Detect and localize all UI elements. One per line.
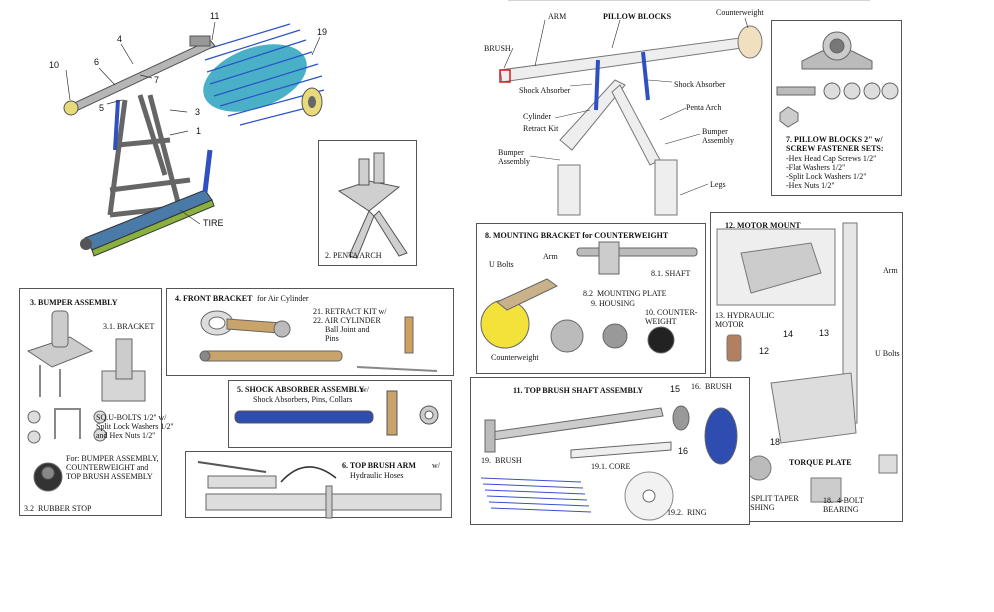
penta-arch-title: 2. PENTA ARCH bbox=[325, 251, 382, 260]
label-penta-arch: Penta Arch bbox=[686, 103, 722, 112]
motor-n13: 13 bbox=[819, 328, 830, 338]
penta-arch-panel: 2. PENTA ARCH bbox=[318, 140, 417, 266]
label-counterweight: Counterweight bbox=[716, 8, 764, 17]
mounting-plate: 8.2 MOUNTING PLATE bbox=[583, 289, 667, 298]
top-brush-arm-title-suffix: w/ bbox=[430, 461, 440, 470]
bearing-label: 18. 4-BOLT BEARING bbox=[823, 496, 864, 514]
top-brush-n16-label: 16. BRUSH bbox=[691, 382, 732, 391]
callout-19: 19 bbox=[317, 27, 328, 37]
mounting-shaft: 8.1. SHAFT bbox=[651, 269, 691, 278]
top-brush-n16: 16 bbox=[678, 446, 689, 456]
mounting-arm: Arm bbox=[543, 252, 558, 261]
motor-n12: 12 bbox=[759, 346, 770, 356]
label-legs: Legs bbox=[710, 180, 726, 189]
top-brush-ring-label: 19.2. RING bbox=[667, 508, 707, 517]
front-bracket-title: 4. FRONT BRACKET bbox=[175, 294, 253, 303]
motor-n18: 18 bbox=[770, 437, 781, 447]
bumper-ubolts-label: SQ.U-BOLTS 1/2'' w/ Split Lock Washers 1… bbox=[96, 413, 174, 440]
label-bumper-assembly-right: Bumper Assembly bbox=[702, 127, 734, 145]
top-brush-arm-sub: Hydraulic Hoses bbox=[350, 471, 404, 480]
label-cylinder: Cylinder bbox=[523, 112, 551, 121]
label-shock-absorber-right: Shock Absorber bbox=[674, 80, 726, 89]
front-bracket-panel: 4. FRONT BRACKET for Air Cylinder 21. RE… bbox=[166, 288, 454, 376]
label-arm: ARM bbox=[548, 12, 567, 21]
callout-6: 6 bbox=[94, 57, 100, 67]
rubber-stop-label: 3.2 RUBBER STOP bbox=[24, 504, 92, 513]
motor-mount-ubolts: U Bolts bbox=[875, 349, 900, 358]
top-brush-arm-title: 6. TOP BRUSH ARM bbox=[342, 461, 416, 470]
retract-kit-label: 21. RETRACT KIT w/ 22. AIR CYLINDER Ball… bbox=[313, 307, 387, 343]
callout-5: 5 bbox=[99, 103, 105, 113]
callout-10: 10 bbox=[49, 60, 60, 70]
top-brush-n15: 15 bbox=[670, 384, 681, 394]
shock-title-suffix: w/ bbox=[359, 385, 369, 394]
pillow-blocks-panel: 7. PILLOW BLOCKS 2" w/ SCREW FASTENER SE… bbox=[771, 20, 902, 196]
bumper-bracket-label: 3.1. BRACKET bbox=[103, 322, 155, 331]
front-bracket-subtitle: for Air Cylinder bbox=[255, 294, 309, 303]
counterweight-assembly bbox=[737, 25, 763, 59]
motor-mount-title: 12. MOTOR MOUNT bbox=[725, 221, 801, 230]
label-shock-absorber-left: Shock Absorber bbox=[519, 86, 571, 95]
shock-title: 5. SHOCK ABSORBER ASSEMBLY bbox=[237, 385, 365, 394]
bumper-title: 3. BUMPER ASSEMBLY bbox=[30, 298, 118, 307]
mounting-bracket-panel: 8. MOUNTING BRACKET for COUNTERWEIGHT U … bbox=[476, 223, 706, 374]
shock-absorber-panel: 5. SHOCK ABSORBER ASSEMBLY w/ Shock Abso… bbox=[228, 380, 452, 448]
top-brush-shaft-panel: 11. TOP BRUSH SHAFT ASSEMBLY 15 16. BRUS… bbox=[470, 377, 750, 525]
torque-plate-label: TORQUE PLATE bbox=[789, 458, 852, 467]
top-brush-roller bbox=[203, 23, 325, 126]
top-brush-core-label: 19.1. CORE bbox=[591, 462, 631, 471]
callout-1: 1 bbox=[196, 126, 202, 136]
pillow-blocks-items: -Hex Head Cap Screws 1/2" -Flat Washers … bbox=[786, 154, 877, 190]
counterweight-small bbox=[63, 100, 79, 116]
label-retract-kit: Retract Kit bbox=[523, 124, 559, 133]
motor-mount-arm: Arm bbox=[883, 266, 898, 275]
bumper-for-label: For: BUMPER ASSEMBLY, COUNTERWEIGHT and … bbox=[66, 454, 159, 481]
tire-bumper bbox=[80, 149, 215, 257]
label-pillow-blocks: PILLOW BLOCKS bbox=[603, 12, 672, 21]
top-brush-arm-panel: 6. TOP BRUSH ARM w/ Hydraulic Hoses bbox=[185, 451, 452, 519]
top-brush-shaft-title: 11. TOP BRUSH SHAFT ASSEMBLY bbox=[513, 386, 644, 395]
mounting-counterweight-item: 10. COUNTER- WEIGHT bbox=[645, 308, 698, 326]
bumper-assembly-panel: 3. BUMPER ASSEMBLY 3.1. BRACKET SQ.U-BOL… bbox=[19, 288, 173, 516]
callout-3: 3 bbox=[195, 107, 201, 117]
callout-4: 4 bbox=[117, 34, 123, 44]
label-bumper-assembly-left: Bumper Assembly bbox=[498, 148, 530, 166]
shock-absorber-main bbox=[113, 99, 120, 151]
pillow-blocks-title: 7. PILLOW BLOCKS 2" w/ SCREW FASTENER SE… bbox=[786, 135, 884, 153]
callout-11: 11 bbox=[210, 11, 220, 21]
mounting-counterweight: Counterweight bbox=[491, 353, 539, 362]
callout-tire: TIRE bbox=[203, 218, 224, 228]
top-brush-brush-label: 19. BRUSH bbox=[481, 456, 522, 465]
mounting-housing: 9. HOUSING bbox=[591, 299, 635, 308]
callout-7: 7 bbox=[154, 75, 160, 85]
motor-mount-hydraulic: 13. HYDRAULIC MOTOR bbox=[715, 311, 775, 329]
label-brush: BRUSH bbox=[484, 44, 511, 53]
mounting-title: 8. MOUNTING BRACKET for COUNTERWEIGHT bbox=[485, 231, 669, 240]
mounting-ubolts: U Bolts bbox=[489, 260, 514, 269]
motor-n14: 14 bbox=[783, 329, 794, 339]
shock-sub: Shock Absorbers, Pins, Collars bbox=[253, 395, 353, 404]
